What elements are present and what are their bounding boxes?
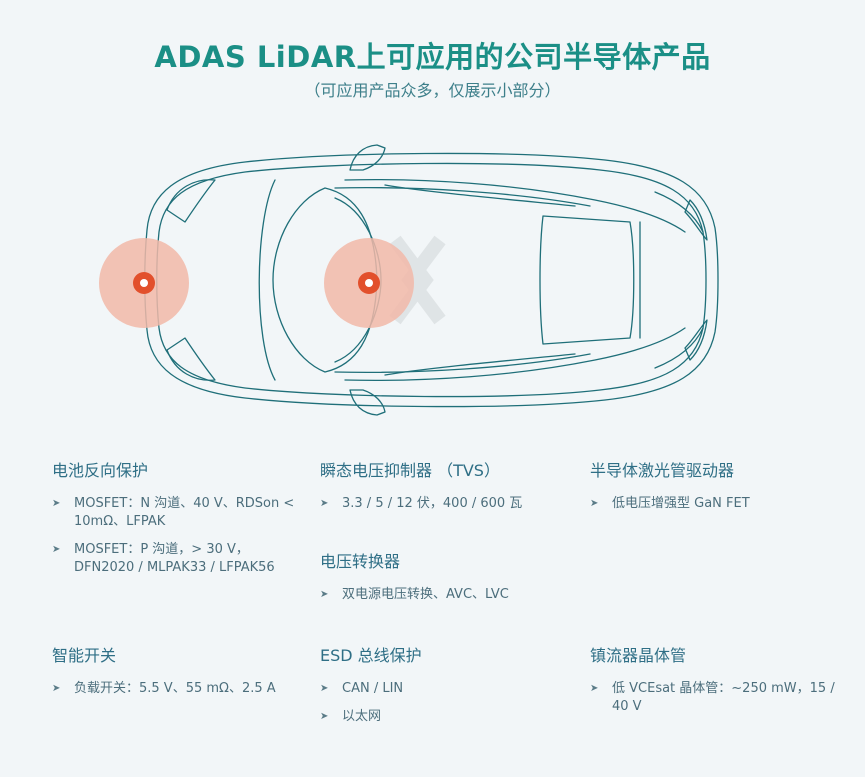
section-title: 电池反向保护 bbox=[52, 461, 149, 480]
list-item: MOSFET：P 沟道，> 30 V，DFN2020 / MLPAK33 / L… bbox=[52, 541, 302, 577]
section-title: 智能开关 bbox=[52, 646, 117, 665]
list-item: 低 VCEsat 晶体管：~250 mW，15 / 40 V bbox=[590, 680, 835, 716]
section-tvs: 瞬态电压抑制器 （TVS） 3.3 / 5 / 12 伏，400 / 600 瓦 bbox=[320, 457, 570, 523]
list-item: 以太网 bbox=[320, 708, 570, 726]
section-title: 电压转换器 bbox=[320, 552, 401, 571]
car-diagram bbox=[99, 144, 719, 416]
page-subtitle: （可应用产品众多，仅展示小部分） bbox=[304, 81, 561, 100]
list-item: CAN / LIN bbox=[320, 680, 570, 698]
section-ballast-transistor: 镇流器晶体管 低 VCEsat 晶体管：~250 mW，15 / 40 V bbox=[590, 642, 835, 726]
mirror-right bbox=[349, 389, 386, 416]
section-title: 半导体激光管驱动器 bbox=[590, 461, 735, 480]
section-battery-reverse-protection: 电池反向保护 MOSFET：N 沟道、40 V、RDSon < 10mΩ、LFP… bbox=[52, 457, 302, 587]
section-voltage-converter: 电压转换器 双电源电压转换、AVC、LVC bbox=[320, 548, 570, 614]
section-title: 镇流器晶体管 bbox=[590, 646, 687, 665]
car-rear-window bbox=[539, 215, 635, 345]
list-item: 低电压增强型 GaN FET bbox=[590, 495, 840, 513]
mirror-left bbox=[349, 144, 386, 171]
section-title: 瞬态电压抑制器 （TVS） bbox=[320, 461, 500, 480]
section-esd-bus-protection: ESD 总线保护 CAN / LIN 以太网 bbox=[320, 642, 570, 736]
section-title: ESD 总线保护 bbox=[320, 646, 422, 665]
page-title: ADAS LiDAR上可应用的公司半导体产品 bbox=[154, 40, 711, 74]
section-smart-switch: 智能开关 负载开关：5.5 V、55 mΩ、2.5 A bbox=[52, 642, 302, 708]
list-item: 双电源电压转换、AVC、LVC bbox=[320, 586, 570, 604]
section-laser-driver: 半导体激光管驱动器 低电压增强型 GaN FET bbox=[590, 457, 840, 523]
list-item: 3.3 / 5 / 12 伏，400 / 600 瓦 bbox=[320, 495, 570, 513]
list-item: 负载开关：5.5 V、55 mΩ、2.5 A bbox=[52, 680, 302, 698]
list-item: MOSFET：N 沟道、40 V、RDSon < 10mΩ、LFPAK bbox=[52, 495, 302, 531]
